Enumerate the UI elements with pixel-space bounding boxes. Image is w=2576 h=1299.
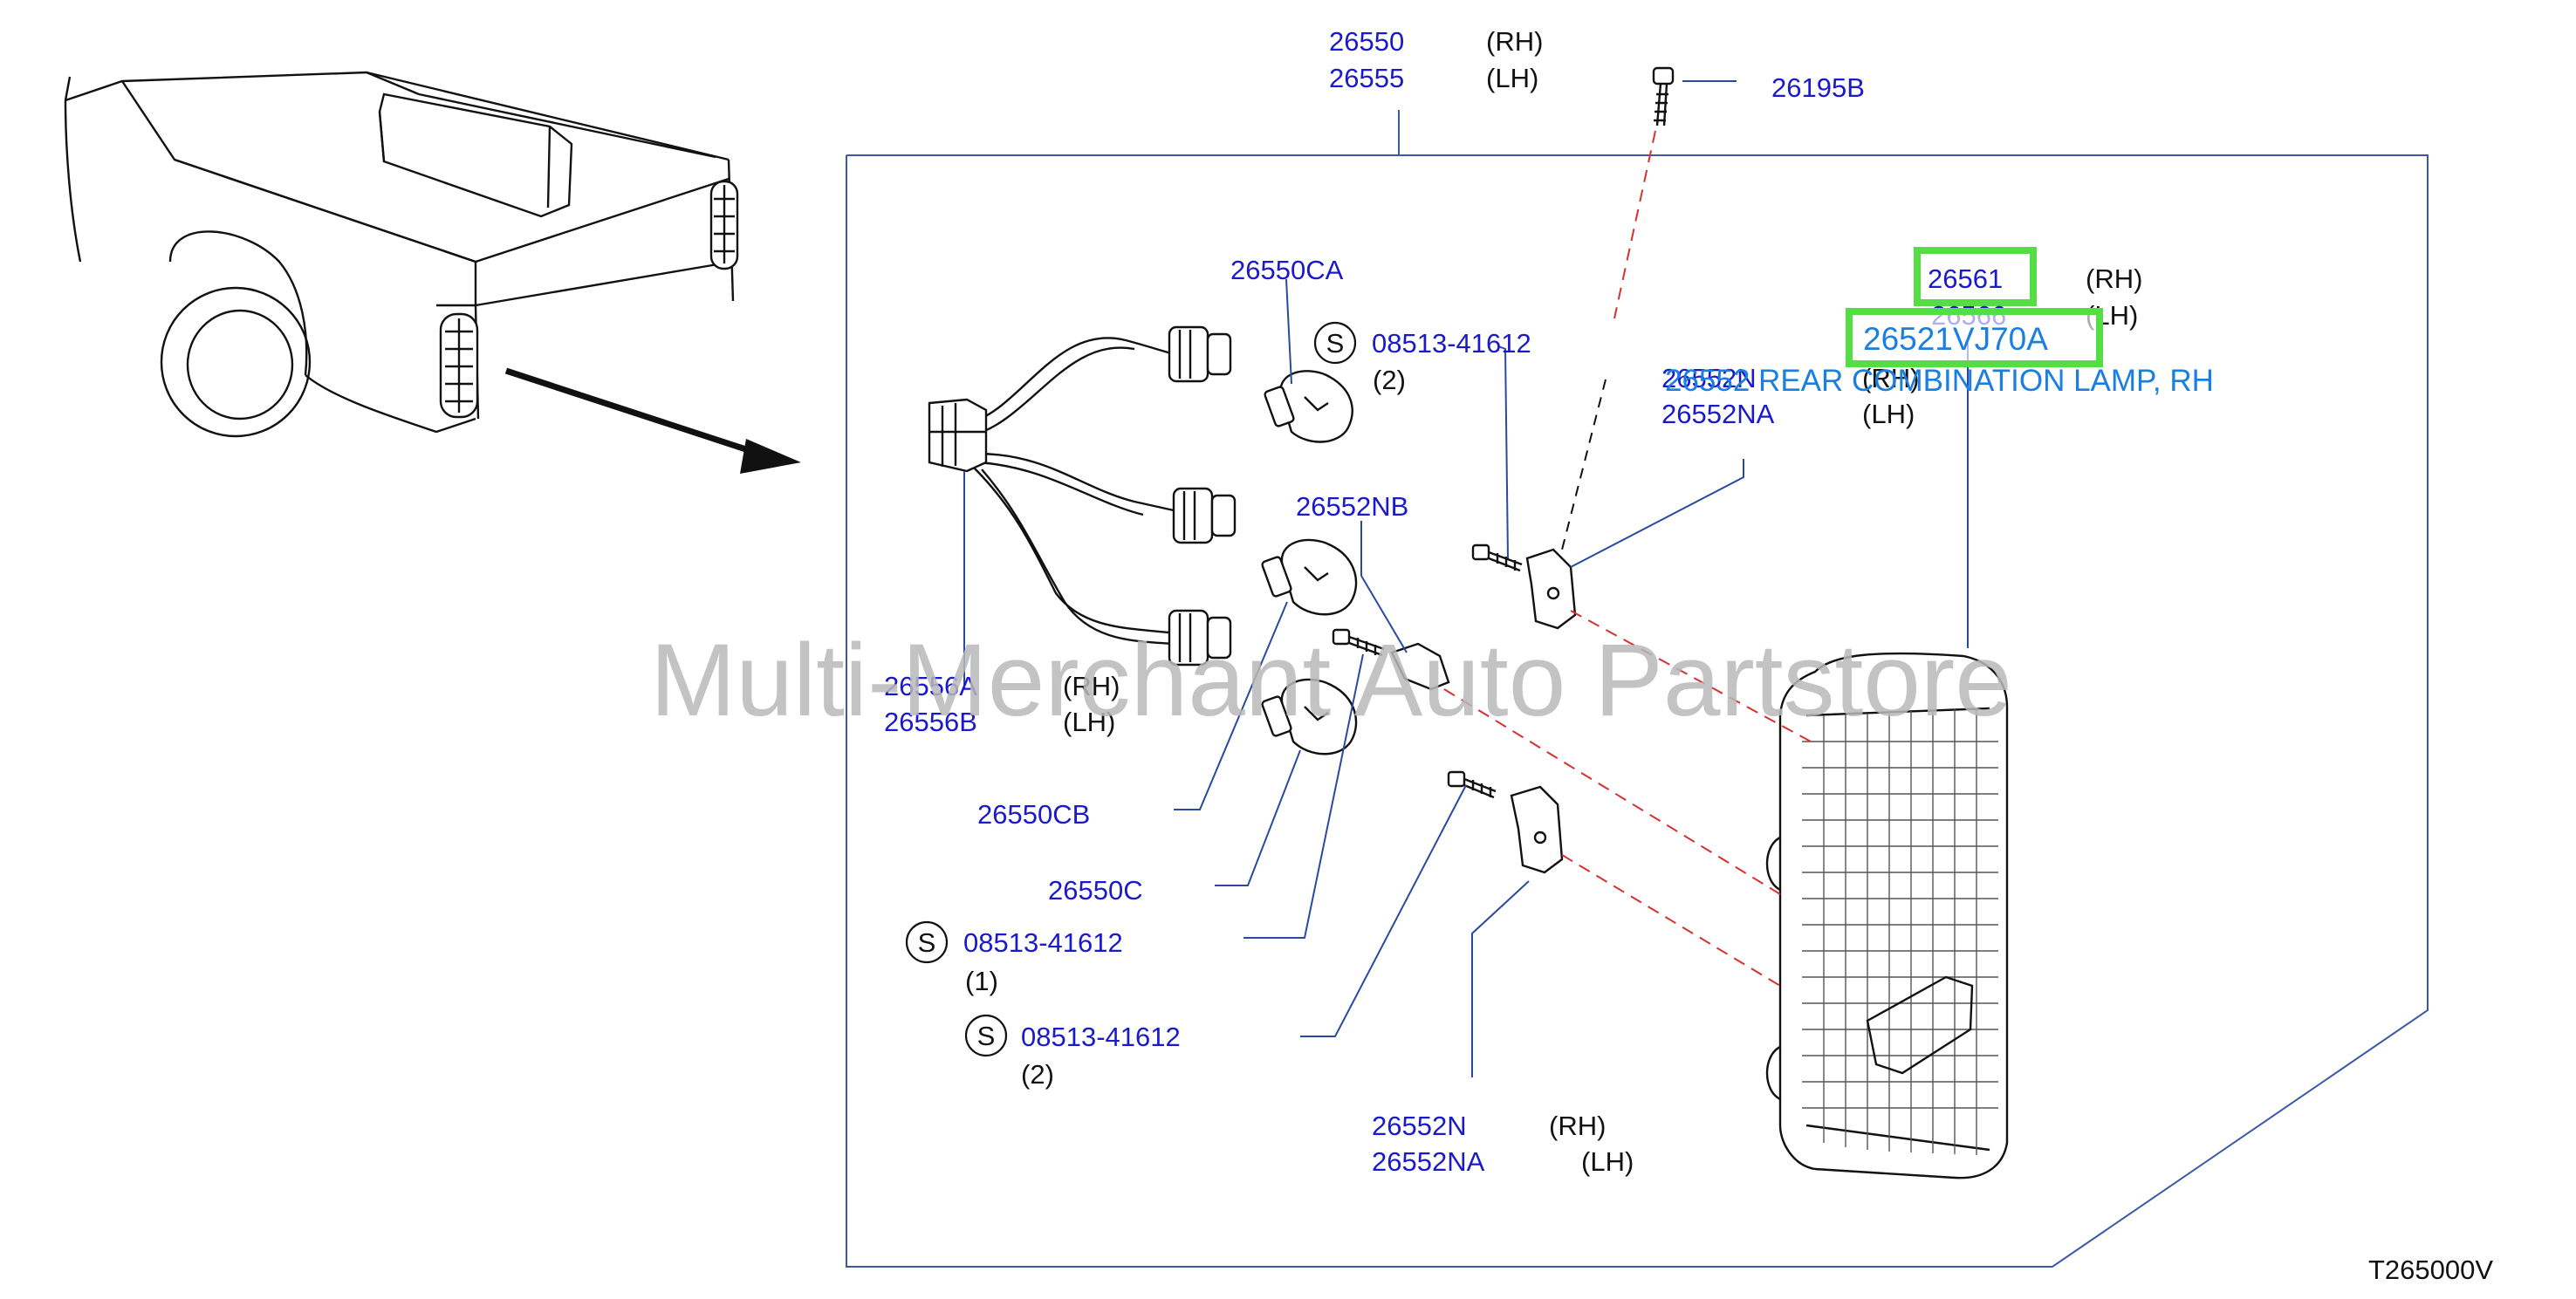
leader-lines bbox=[963, 80, 1969, 1077]
screw-middle bbox=[1332, 628, 1385, 657]
view-arrow-head bbox=[740, 439, 801, 474]
socket-bottom bbox=[1168, 609, 1232, 667]
hidden-line-screw bbox=[1613, 130, 1656, 319]
label-s2-code[interactable]: 08513-41612 bbox=[963, 927, 1123, 958]
diagram-code: T265000V bbox=[2368, 1255, 2493, 1285]
label-26550c[interactable]: 26550C bbox=[1048, 875, 1143, 906]
bulb-26550ca bbox=[1264, 370, 1353, 443]
label-part-description: 26552 REAR COMBINATION LAMP, RH bbox=[1665, 364, 2214, 398]
socket-middle bbox=[1172, 487, 1237, 544]
screw-26195b bbox=[1652, 66, 1675, 126]
label-26561[interactable]: 26561 bbox=[1928, 263, 2003, 294]
label-26556b[interactable]: 26556B bbox=[884, 707, 977, 737]
label-26552na-bottom[interactable]: 26552NA bbox=[1372, 1146, 1485, 1177]
highlight-box-26521vj70a bbox=[1846, 308, 2103, 367]
label-26552na-bottom-lh: (LH) bbox=[1581, 1146, 1634, 1177]
clip-26552nb bbox=[1390, 642, 1450, 691]
s-symbol-1: S bbox=[1313, 321, 1357, 365]
label-26556a[interactable]: 26556A bbox=[884, 671, 977, 701]
watermark: Multi-Merchant Auto Partstore bbox=[650, 623, 2012, 738]
label-26552n-top-rh: (RH) bbox=[1862, 363, 1919, 393]
bulb-26550c bbox=[1261, 678, 1358, 755]
label-26550cb[interactable]: 26550CB bbox=[977, 799, 1090, 830]
label-26552n-top[interactable]: 26552N bbox=[1661, 363, 1757, 393]
bulb-26550cb bbox=[1261, 538, 1358, 616]
label-26552nb[interactable]: 26552NB bbox=[1296, 491, 1408, 522]
view-arrow bbox=[504, 367, 761, 457]
wiring-harness bbox=[928, 325, 1237, 667]
label-26552n-bottom-rh: (RH) bbox=[1549, 1111, 1606, 1141]
s-symbol-2: S bbox=[905, 920, 949, 964]
bracket-upper bbox=[1525, 548, 1577, 630]
label-26550ca[interactable]: 26550CA bbox=[1230, 255, 1344, 285]
label-26552na-top[interactable]: 26552NA bbox=[1661, 399, 1775, 429]
label-26561-rh: (RH) bbox=[2086, 263, 2142, 294]
label-26556b-lh: (LH) bbox=[1063, 707, 1115, 737]
truck-illustration bbox=[64, 71, 801, 474]
label-26555[interactable]: 26555 bbox=[1329, 63, 1404, 93]
label-s3-code[interactable]: 08513-41612 bbox=[1021, 1022, 1181, 1052]
hidden-line-bracket bbox=[1561, 379, 1607, 550]
socket-top bbox=[1168, 325, 1232, 383]
label-26195b[interactable]: 26195B bbox=[1771, 72, 1865, 103]
s-symbol-3: S bbox=[964, 1014, 1008, 1057]
hidden-line-2 bbox=[1443, 688, 1781, 895]
label-26552n-bottom[interactable]: 26552N bbox=[1372, 1111, 1467, 1141]
label-26556a-rh: (RH) bbox=[1063, 671, 1120, 701]
svg-text:S: S bbox=[977, 1021, 996, 1051]
screw-lower bbox=[1447, 770, 1497, 799]
svg-text:S: S bbox=[1326, 328, 1345, 359]
label-26552na-top-lh: (LH) bbox=[1862, 399, 1915, 429]
hidden-line-1 bbox=[1570, 610, 1812, 742]
screw-upper bbox=[1471, 544, 1523, 572]
label-highlight-part[interactable]: 26521VJ70A bbox=[1863, 321, 2048, 357]
label-26550[interactable]: 26550 bbox=[1329, 26, 1404, 57]
label-s1-qty: (2) bbox=[1373, 365, 1406, 395]
label-s1-code[interactable]: 08513-41612 bbox=[1372, 328, 1531, 359]
svg-text:S: S bbox=[918, 927, 936, 958]
rear-combination-lamp bbox=[1765, 652, 2009, 1179]
truck-tail-lamp-left bbox=[439, 312, 479, 419]
truck-tail-lamp-right bbox=[709, 180, 739, 270]
bracket-lower bbox=[1510, 785, 1564, 874]
highlight-box-26561 bbox=[1914, 247, 2037, 306]
label-26550-rh: (RH) bbox=[1486, 26, 1543, 57]
assembly-frame bbox=[846, 154, 2429, 1268]
hidden-line-3 bbox=[1561, 854, 1781, 987]
label-26555-lh: (LH) bbox=[1486, 63, 1538, 93]
label-s3-qty: (2) bbox=[1021, 1059, 1054, 1090]
label-s2-qty: (1) bbox=[965, 966, 998, 996]
